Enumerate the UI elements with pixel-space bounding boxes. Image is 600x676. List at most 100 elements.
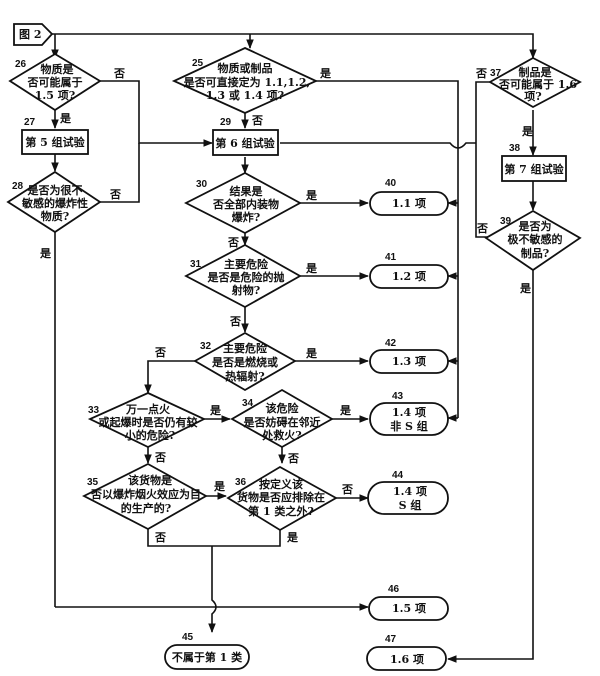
node-number: 28	[12, 181, 24, 192]
node-number: 41	[385, 252, 397, 263]
decision-diamond	[226, 465, 338, 532]
node-shape	[366, 646, 447, 671]
terminal-42: 42 1.3 项	[369, 338, 449, 374]
box-38: 38 第 7 组试验	[501, 143, 567, 182]
node-text: 是否为很不	[27, 183, 83, 197]
decision-39: 39 是否为 极不敏感的 制品?	[484, 209, 582, 272]
label-25-yes: 是	[319, 67, 332, 80]
node-text: 否可能属于 1.6	[498, 77, 577, 91]
node-shape	[501, 155, 567, 182]
node-text: 该危险	[266, 401, 300, 415]
edge-32-no	[144, 360, 195, 394]
label-32-no: 否	[154, 346, 166, 359]
edge-26-no	[100, 80, 213, 147]
label-31-yes: 是	[305, 262, 318, 275]
node-number: 45	[182, 632, 194, 643]
node-number: 37	[490, 68, 502, 79]
node-text: 是否是燃烧或	[211, 355, 278, 369]
terminal-47: 47 1.6 项	[366, 634, 447, 671]
edge-37-39-no	[475, 81, 490, 238]
node-number: 33	[88, 405, 100, 416]
node-text: 热辐射?	[225, 369, 264, 383]
node-text: 第 5 组试验	[25, 135, 85, 149]
label-25-no: 否	[251, 114, 263, 127]
connectors	[51, 33, 537, 663]
node-text: 该货物是	[128, 473, 173, 487]
label-33-no: 否	[154, 451, 166, 464]
node-number: 40	[385, 178, 397, 189]
node-shape	[368, 596, 449, 621]
node-number: 29	[220, 117, 232, 128]
decision-diamond	[193, 331, 297, 392]
node-shape	[212, 129, 279, 156]
decision-28: 28 是否为很不 敏感的爆炸性 物质?	[6, 170, 102, 234]
node-shape	[369, 402, 449, 436]
node-text: 制品?	[521, 246, 549, 260]
node-text: 敏感的爆炸性	[21, 196, 88, 210]
node-number: 43	[392, 391, 404, 402]
terminal-46: 46 1.5 项	[368, 584, 449, 621]
node-text: 项?	[524, 90, 541, 103]
node-text: 第 7 组试验	[504, 162, 564, 176]
edge-28-no	[100, 143, 140, 203]
edge-39-yes	[447, 266, 534, 663]
node-text: 爆炸?	[232, 210, 260, 224]
node-text: 万一点火	[125, 402, 171, 416]
node-text: 1.4 项	[393, 485, 427, 498]
node-number: 34	[242, 398, 254, 409]
node-shape	[369, 264, 449, 289]
label-37-yes: 是	[521, 125, 534, 138]
label-26-yes: 是	[59, 112, 72, 125]
node-shape	[21, 129, 89, 155]
node-text: 1.3 或 1.4 项?	[206, 88, 284, 102]
label-35-yes: 是	[213, 480, 226, 493]
label-28-no: 否	[109, 188, 121, 201]
label-34-yes: 是	[339, 404, 352, 417]
connector-line	[13, 23, 54, 46]
box-27: 27 第 5 组试验	[21, 117, 89, 155]
label-34-no: 否	[287, 452, 299, 465]
decision-37: 37 制品是 否可能属于 1.6 项?	[488, 56, 582, 109]
label-26-no: 否	[113, 67, 125, 80]
edge-29-right	[280, 142, 476, 149]
decision-36: 36 按定义该 货物是否应排除在 第 1 类之外?	[226, 465, 338, 532]
node-number: 30	[196, 179, 208, 190]
node-text: 第 1 类之外?	[248, 504, 314, 518]
node-text: 是否妨碍在邻近	[243, 415, 321, 429]
node-number: 39	[500, 216, 512, 227]
node-shape	[369, 191, 449, 216]
node-text: 或起爆时是否仍有较	[99, 415, 198, 429]
node-number: 27	[24, 117, 36, 128]
edge-25-yes	[316, 80, 459, 418]
label-36-no: 否	[341, 483, 353, 496]
edge-to-45	[208, 546, 217, 633]
decision-diamond	[87, 392, 207, 449]
node-text: 1.5 项	[392, 602, 426, 615]
label-39-no: 否	[476, 222, 488, 235]
node-text: 非 S 组	[390, 419, 428, 433]
node-number: 26	[15, 59, 27, 70]
label-30-yes: 是	[305, 189, 318, 202]
node-text: 物质?	[41, 209, 69, 223]
node-number: 35	[87, 477, 99, 488]
node-shape	[164, 644, 250, 670]
decision-32: 32 主要危险 是否是燃烧或 热辐射?	[193, 331, 297, 392]
decision-26: 26 物质是 否可能属于 1.5 项?	[8, 52, 102, 112]
node-number: 32	[200, 341, 212, 352]
decision-diamond	[484, 209, 582, 272]
label-35-no: 否	[154, 531, 166, 544]
edge-35-36-merge	[147, 529, 281, 547]
node-text: 1.4 项	[392, 406, 426, 419]
node-text: 小的危险?	[124, 428, 175, 442]
decision-diamond	[184, 243, 302, 309]
node-text: 否全部内装物	[212, 197, 279, 211]
decision-35: 35 该货物是 否以爆炸烟火效应为目 的生产的?	[82, 462, 208, 531]
decision-diamond	[184, 171, 302, 235]
edge-labels: 否 是 否 是 是 否 是 否 是 否 是 否 是 是 否 否 是 否 否 是 …	[39, 67, 534, 544]
start-tag: 图 2	[13, 23, 54, 46]
label-37-no: 否	[475, 67, 487, 80]
node-text: 的生产的?	[121, 501, 171, 515]
node-text: 极不敏感的	[508, 232, 563, 246]
node-text: 物质是	[41, 62, 75, 76]
node-text: 是否可直接定为 1.1,1.2,	[183, 75, 311, 89]
